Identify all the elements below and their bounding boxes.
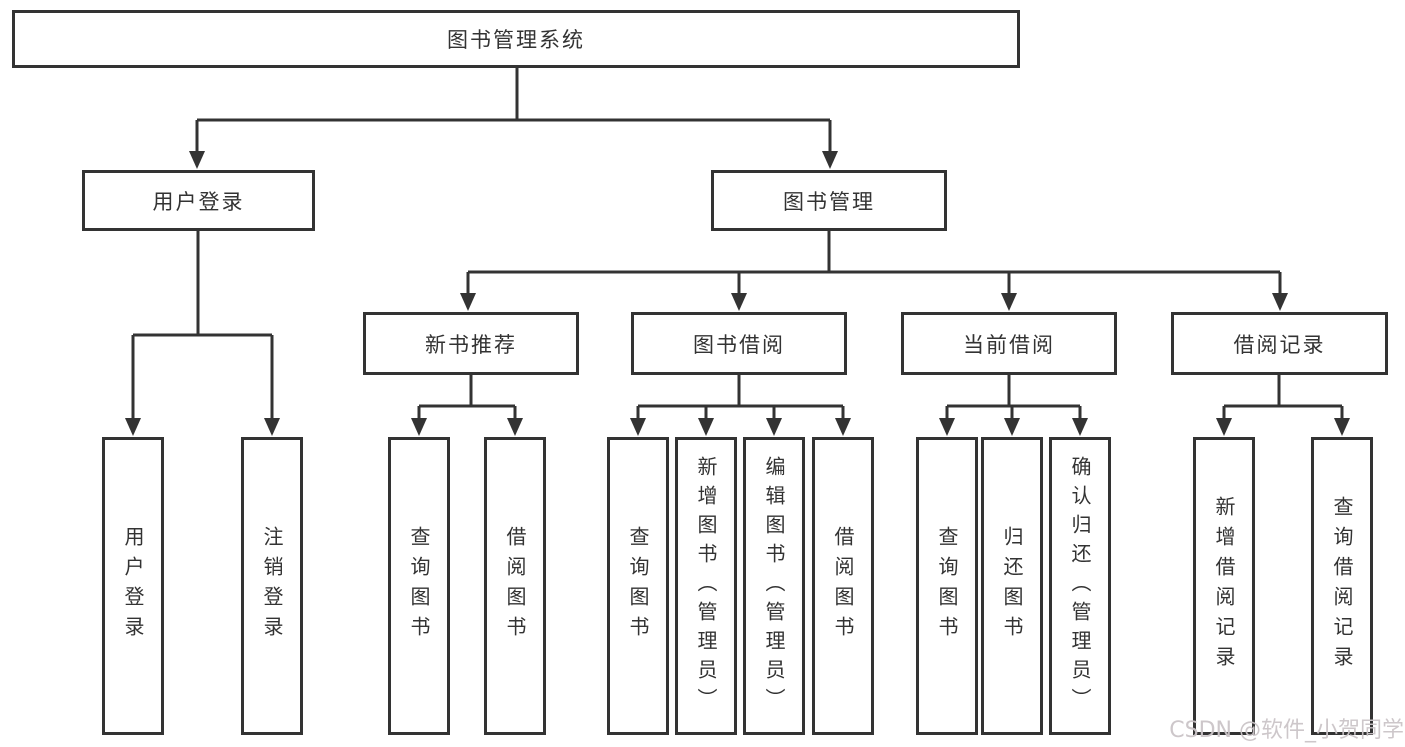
- node-edit-book-admin: 编辑图书（管理员）: [743, 437, 805, 735]
- node-query-books-current: 查询图书: [916, 437, 978, 735]
- node-current-borrowing: 当前借阅: [901, 312, 1117, 375]
- node-book-management: 图书管理: [711, 170, 947, 231]
- node-query-books-borrow: 查询图书: [607, 437, 669, 735]
- csdn-watermark: CSDN @软件_小贺同学: [1169, 718, 1404, 743]
- node-return-book: 归还图书: [981, 437, 1043, 735]
- node-add-book-admin: 新增图书（管理员）: [675, 437, 737, 735]
- node-logout-leaf: 注销登录: [241, 437, 303, 735]
- node-user-login-leaf: 用户登录: [102, 437, 164, 735]
- node-library-system: 图书管理系统: [12, 10, 1020, 68]
- node-borrow-books-leaf: 借阅图书: [812, 437, 874, 735]
- node-borrow-books-recommend: 借阅图书: [484, 437, 546, 735]
- node-user-login: 用户登录: [82, 170, 315, 231]
- node-confirm-return-admin: 确认归还（管理员）: [1049, 437, 1111, 735]
- node-query-borrow-record: 查询借阅记录: [1311, 437, 1373, 735]
- node-query-books-recommend: 查询图书: [388, 437, 450, 735]
- node-borrowing-records: 借阅记录: [1171, 312, 1388, 375]
- node-add-borrow-record: 新增借阅记录: [1193, 437, 1255, 735]
- node-book-borrowing: 图书借阅: [631, 312, 847, 375]
- node-new-book-recommendation: 新书推荐: [363, 312, 579, 375]
